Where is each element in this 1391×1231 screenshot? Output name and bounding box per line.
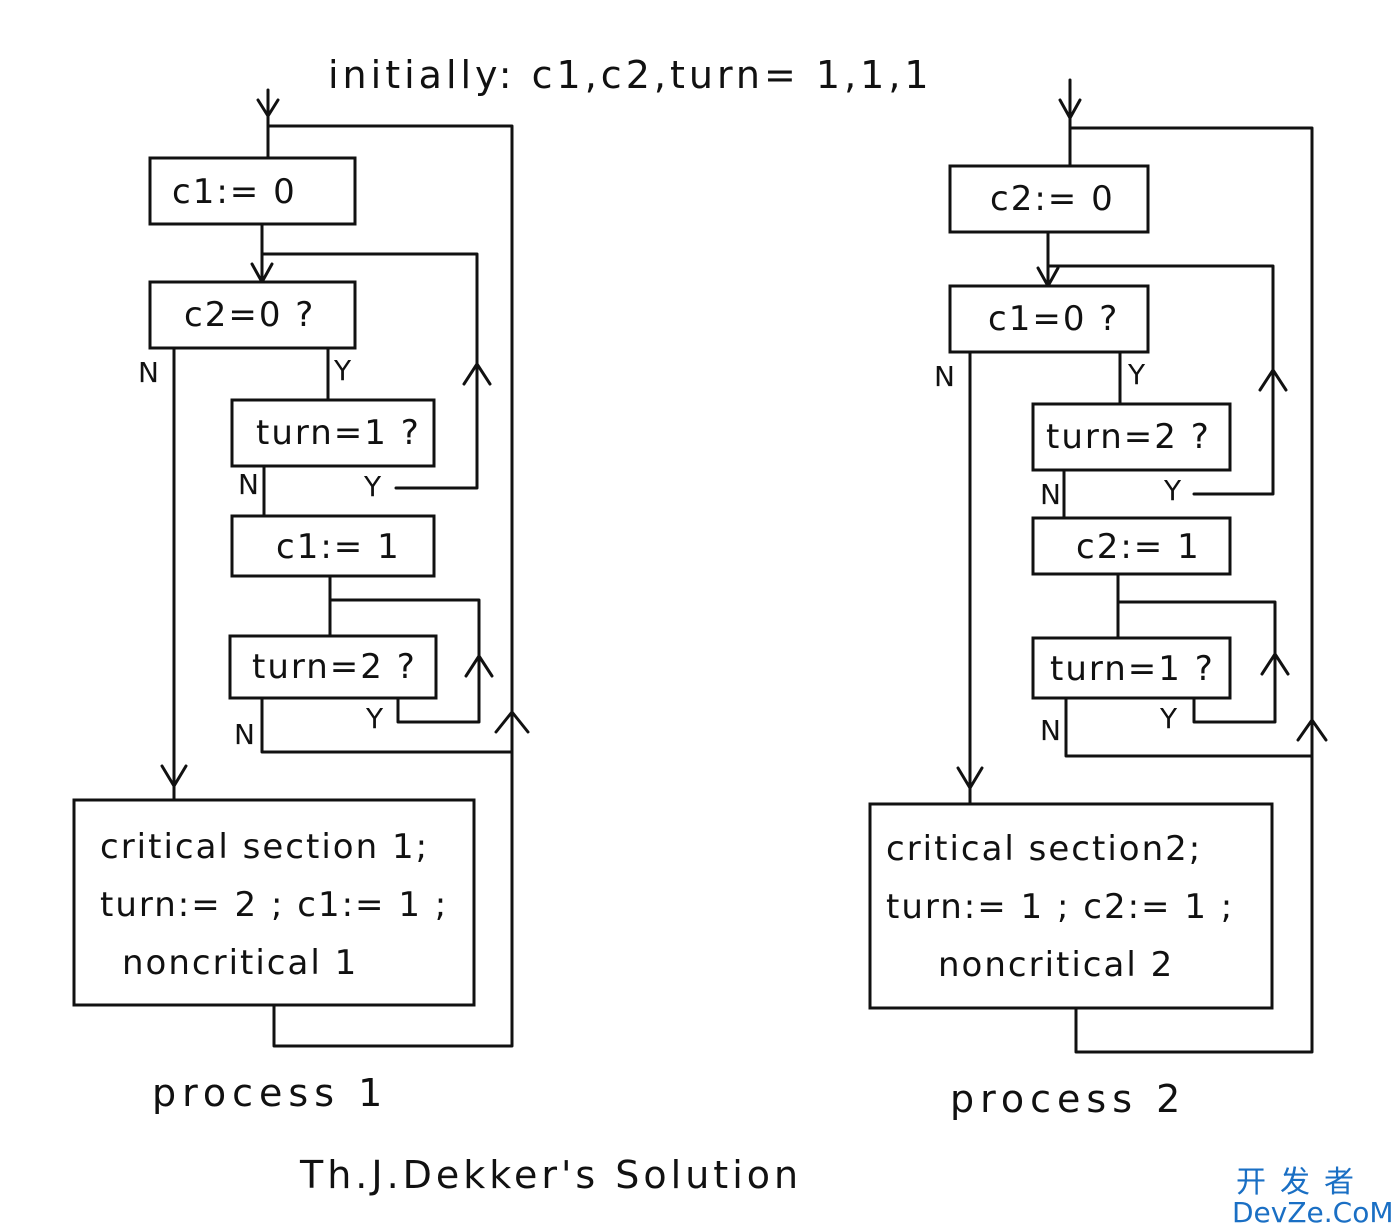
p2-box-reset-c-text: c2:= 1 (1076, 527, 1201, 567)
p1-wait-loop-arrowhead (464, 654, 494, 678)
p1-retry-loop-line (260, 252, 479, 490)
p2-label: process 2 (950, 1077, 1186, 1121)
p1-box-reset-c (230, 514, 436, 578)
p1-wait-loop-line (328, 598, 481, 724)
initial-values-text: initially: c1,c2,turn= 1,1,1 (328, 53, 933, 97)
p2-yes-label-3: Y (1159, 702, 1178, 735)
p2-box-wait-turn-text: turn=1 ? (1050, 649, 1215, 689)
p2-no-label-3: N (1040, 714, 1061, 747)
p2-arrow-to-test-other (1036, 230, 1060, 288)
p2-critical-line-3: noncritical 2 (938, 945, 1174, 985)
p1-yes-label-3: Y (365, 702, 384, 735)
p2-box-wait-turn (1031, 636, 1232, 700)
p1-no-label-2: N (238, 468, 259, 501)
p1-label: process 1 (152, 1071, 388, 1115)
p1-box-reset-c-text: c1:= 1 (276, 527, 401, 567)
p2-box-set-c (948, 164, 1150, 234)
p1-no-label-1: N (138, 356, 159, 389)
p2-wait-loop-arrowhead (1260, 652, 1290, 676)
p2-box-test-other-text: c1=0 ? (988, 299, 1119, 339)
p1-retry-loop-arrowhead (462, 362, 492, 386)
p1-box-set-c (148, 156, 357, 226)
diagram-title: Th.J.Dekker's Solution (299, 1153, 802, 1197)
process-2-flowchart: c2:= 0 c1=0 ? N Y turn=2 ? Y N c2:= 1 tu… (868, 78, 1328, 1121)
p1-yes-label-2: Y (363, 470, 382, 503)
watermark-cn: 开发者 (1236, 1165, 1368, 1200)
p2-retry-loop-line (1046, 264, 1275, 496)
process-1-flowchart: c1:= 0 c2=0 ? N Y turn=1 ? Y N c1:= 1 tu… (72, 88, 530, 1115)
p1-box-set-c-text: c1:= 0 (172, 172, 297, 212)
p1-box-test-turn-text: turn=1 ? (256, 413, 421, 453)
p2-critical-line-2: turn:= 1 ; c2:= 1 ; (886, 887, 1234, 927)
p1-yes-label-1: Y (333, 354, 352, 387)
p2-yes-label-2: Y (1163, 474, 1182, 507)
p1-box-test-turn (230, 398, 436, 468)
p2-critical-box (868, 802, 1274, 1010)
p2-box-reset-c (1031, 516, 1232, 576)
p2-wait-no-line (1064, 696, 1314, 758)
p1-critical-line-3: noncritical 1 (122, 943, 358, 983)
p2-box-test-turn-text: turn=2 ? (1046, 417, 1211, 457)
p1-critical-line-2: turn:= 2 ; c1:= 1 ; (100, 885, 448, 925)
p1-outer-loop-arrowhead (494, 710, 530, 734)
p1-box-wait-turn-text: turn=2 ? (252, 647, 417, 687)
p1-critical-line-1: critical section 1; (100, 827, 429, 867)
p1-box-test-other-text: c2=0 ? (184, 295, 315, 335)
p2-box-set-c-text: c2:= 0 (990, 179, 1115, 219)
p2-outer-loop-arrowhead (1296, 718, 1328, 742)
p2-yes-label-1: Y (1127, 358, 1146, 391)
watermark-logo: 开发者 DevZe.CoM (1232, 1165, 1391, 1229)
p1-box-test-other (148, 280, 357, 350)
p2-critical-line-1: critical section2; (886, 829, 1202, 869)
watermark-en: DevZe.CoM (1232, 1196, 1391, 1229)
p2-no-label-1: N (934, 360, 955, 393)
p2-box-test-other (948, 284, 1150, 354)
p2-box-test-turn (1031, 402, 1232, 472)
p1-entry-arrow (256, 88, 280, 160)
p1-no-branch-line (160, 346, 188, 802)
p2-outer-loop-line (1068, 126, 1314, 1054)
p2-no-label-2: N (1040, 478, 1061, 511)
p1-no-label-3: N (234, 718, 255, 751)
p1-outer-loop-line (266, 124, 514, 1048)
p2-entry-arrow (1058, 78, 1082, 168)
p1-critical-box (72, 798, 476, 1007)
p2-retry-loop-arrowhead (1258, 368, 1288, 392)
p2-no-branch-line (956, 350, 984, 806)
p1-box-wait-turn (228, 634, 438, 700)
p2-wait-loop-line (1116, 600, 1277, 724)
p1-wait-no-line (260, 696, 514, 754)
